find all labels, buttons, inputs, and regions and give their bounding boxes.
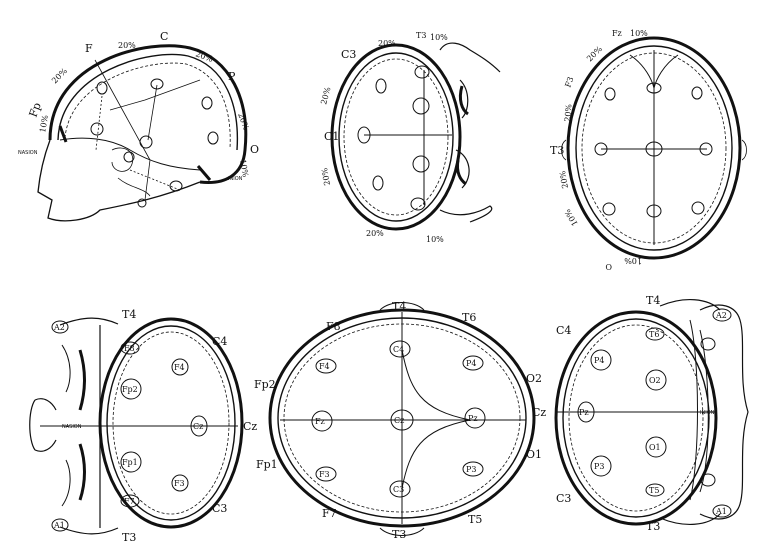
label-o1: O1 — [526, 448, 542, 461]
label-inion: INION — [700, 410, 715, 416]
percent-label: 10% — [624, 256, 642, 265]
label-t5: T5 — [468, 513, 482, 526]
percent-label: 20% — [563, 103, 574, 122]
label-c4: C4 — [212, 335, 227, 348]
label-t6: T6 — [649, 330, 659, 339]
label-cz-electrode: Cz — [193, 422, 203, 431]
label-p: P — [228, 70, 236, 83]
label-f: F — [85, 42, 93, 55]
label-fz: Fz — [315, 417, 325, 426]
percent-label: 10% — [630, 29, 648, 38]
label-t3: T3 — [392, 528, 406, 541]
label-t3: T3 — [416, 31, 426, 40]
label-t4: T4 — [392, 300, 406, 313]
label-f8: F8 — [124, 344, 135, 353]
label-c3: C3 — [556, 492, 571, 505]
label-c4: C4 — [393, 345, 404, 354]
label-c3: C3 — [393, 485, 404, 494]
label-fp2: Fp2 — [122, 385, 138, 394]
label-f4: F4 — [174, 363, 185, 372]
label-c: C — [160, 30, 168, 43]
label-t4: T4 — [122, 308, 136, 321]
label-t5: T5 — [649, 486, 659, 495]
label-cz: Cz — [243, 420, 257, 433]
label-fp1: Fp1 — [122, 458, 138, 467]
label-fp1: Fp1 — [256, 458, 278, 471]
label-t4: T4 — [646, 294, 660, 307]
label-c3: C3 — [212, 502, 227, 515]
label-cz: Cz — [532, 406, 546, 419]
label-c4: C4 — [556, 324, 571, 337]
label-o2: O2 — [526, 372, 542, 385]
label-f8: F8 — [326, 320, 341, 333]
label-f3: F3 — [174, 479, 185, 488]
percent-label: 10% — [430, 33, 448, 42]
label-a2: A2 — [715, 311, 727, 320]
percent-label: 20% — [378, 39, 396, 48]
label-f4: F4 — [319, 362, 330, 371]
percent-label: 10% — [426, 235, 444, 244]
label-a1: A1 — [53, 521, 65, 530]
label-t3: T3 — [122, 531, 136, 544]
percent-label: 20% — [118, 41, 136, 50]
label-p4: P4 — [594, 356, 604, 365]
label-fz: Fz — [612, 29, 622, 38]
label-p3: P3 — [594, 462, 604, 471]
label-pz: Pz — [579, 408, 589, 417]
percent-label: 20% — [366, 229, 384, 238]
label-f7: F7 — [124, 497, 135, 506]
label-t3: T3 — [550, 144, 564, 157]
label-cz: Cz — [394, 416, 404, 425]
label-c3: C3 — [341, 48, 356, 61]
label-p4: P4 — [466, 359, 476, 368]
label-a1: A1 — [715, 507, 727, 516]
label-f7: F7 — [322, 507, 337, 520]
label-pz: Pz — [468, 414, 478, 423]
label-nasion: NASION — [18, 150, 38, 156]
label-t6: T6 — [462, 311, 476, 324]
label-f3: F3 — [319, 470, 330, 479]
label-fp2: Fp2 — [254, 378, 276, 391]
label-nasion: NASION — [62, 424, 82, 430]
label-t3: T3 — [646, 520, 660, 533]
label-o2: O2 — [649, 376, 661, 385]
label-a2: A2 — [53, 323, 65, 332]
label-p3: P3 — [466, 465, 476, 474]
label-o: O — [605, 262, 612, 271]
label-c1: C1 — [324, 130, 339, 143]
label-o1: O1 — [649, 443, 661, 452]
label-inion: INION — [228, 176, 243, 182]
label-o: O — [250, 143, 259, 156]
